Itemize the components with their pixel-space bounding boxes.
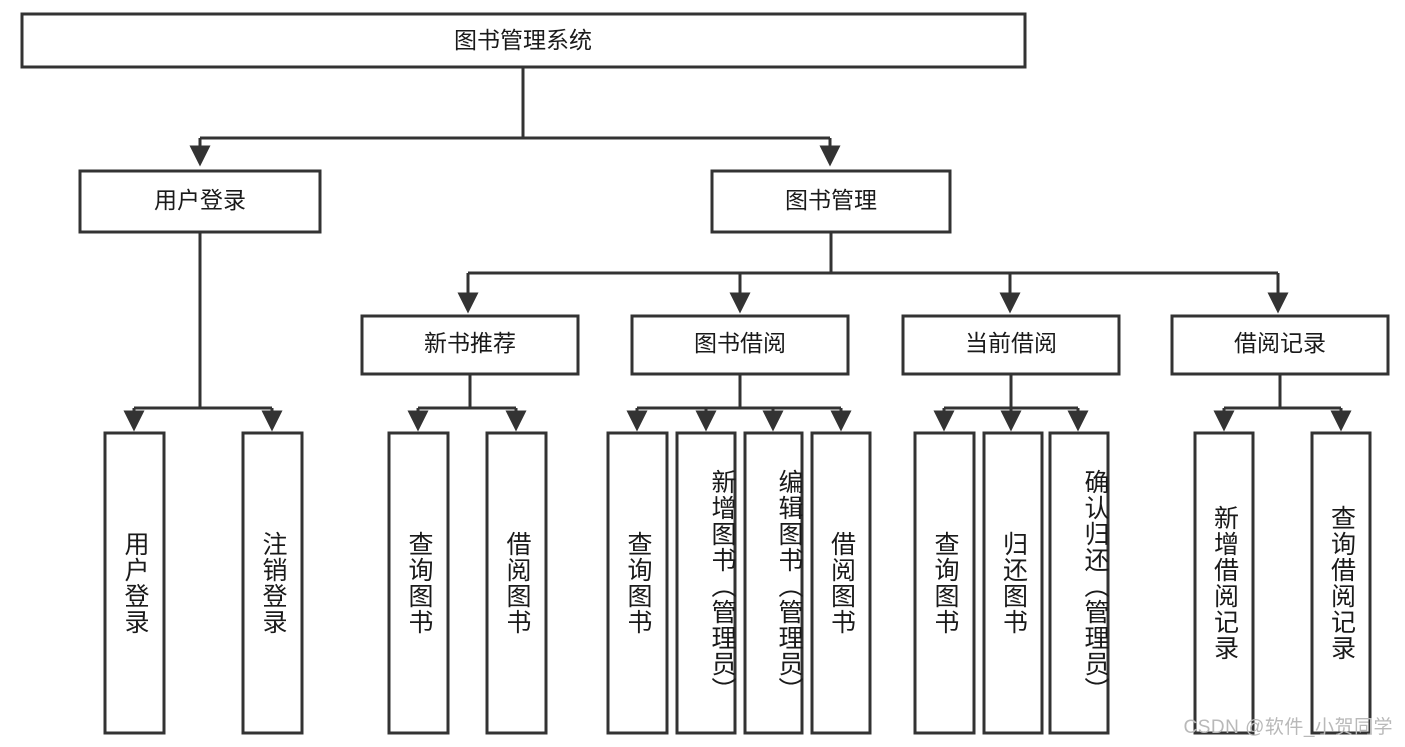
node-label-user-login: 用户登录 bbox=[154, 187, 246, 213]
node-box-leaf-add-book[interactable] bbox=[675, 431, 737, 735]
node-label-new-book-recommend: 新书推荐 bbox=[424, 330, 516, 356]
node-box-book-management[interactable] bbox=[710, 169, 952, 234]
node-box-current-borrow[interactable] bbox=[901, 314, 1121, 376]
node-box-leaf-query-books-3[interactable] bbox=[913, 431, 976, 735]
node-box-book-borrow[interactable] bbox=[630, 314, 850, 376]
node-box-leaf-borrow-books-1[interactable] bbox=[485, 431, 548, 735]
node-box-leaf-query-books-2[interactable] bbox=[606, 431, 669, 735]
node-box-leaf-add-record[interactable] bbox=[1193, 431, 1255, 735]
node-box-leaf-query-books-1[interactable] bbox=[387, 431, 450, 735]
node-box-leaf-user-login[interactable] bbox=[103, 431, 166, 735]
csdn-watermark: CSDN @软件_小贺同学 bbox=[1183, 717, 1393, 738]
node-label-book-management: 图书管理 bbox=[785, 187, 877, 213]
node-box-leaf-confirm-return[interactable] bbox=[1048, 431, 1110, 735]
node-label-current-borrow: 当前借阅 bbox=[965, 330, 1057, 356]
node-box-root[interactable] bbox=[20, 12, 1027, 69]
node-box-leaf-borrow-books-2[interactable] bbox=[810, 431, 872, 735]
node-label-root: 图书管理系统 bbox=[454, 27, 592, 53]
node-box-leaf-logout-login[interactable] bbox=[241, 431, 304, 735]
node-label-borrow-record: 借阅记录 bbox=[1234, 330, 1326, 356]
node-box-leaf-return-book[interactable] bbox=[982, 431, 1044, 735]
node-box-new-book-recommend[interactable] bbox=[360, 314, 580, 376]
node-box-borrow-record[interactable] bbox=[1170, 314, 1390, 376]
node-box-leaf-query-record[interactable] bbox=[1310, 431, 1372, 735]
node-box-leaf-edit-book[interactable] bbox=[743, 431, 804, 735]
node-label-book-borrow: 图书借阅 bbox=[694, 330, 786, 356]
